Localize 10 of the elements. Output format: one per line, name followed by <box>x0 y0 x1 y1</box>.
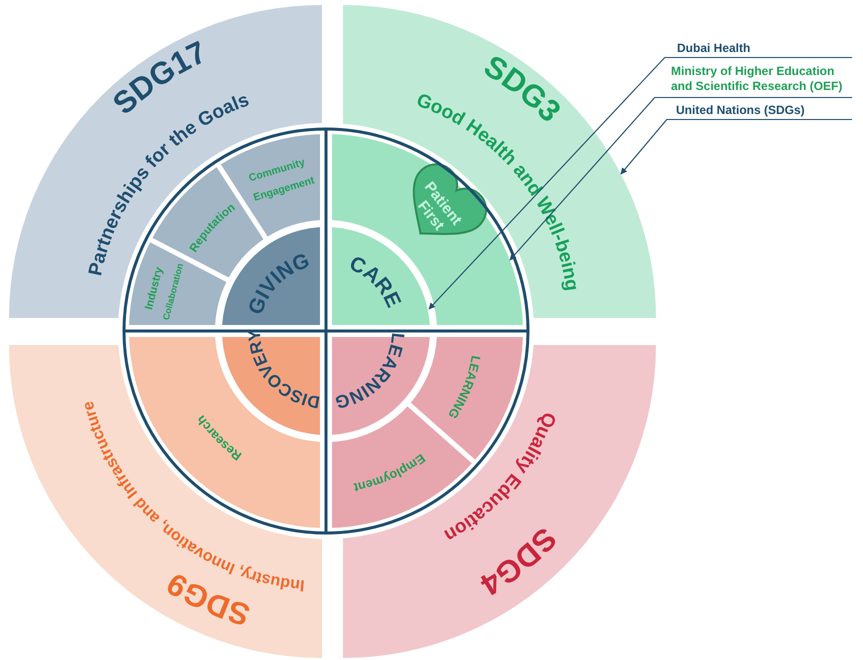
goal-sector <box>9 5 322 325</box>
leader-arrow <box>428 56 666 310</box>
underlined-label: United Nations (SDGs) <box>667 103 852 120</box>
underlined-label: Dubai Health <box>665 41 852 58</box>
goal-sector <box>332 332 656 658</box>
leader-arrow <box>620 118 668 174</box>
leader-arrow <box>510 96 656 260</box>
wheel-sector <box>332 332 430 435</box>
underlined-label: Ministry of Higher Education and Scientific Research (OEF) <box>655 64 852 98</box>
goal-sector <box>332 5 656 325</box>
